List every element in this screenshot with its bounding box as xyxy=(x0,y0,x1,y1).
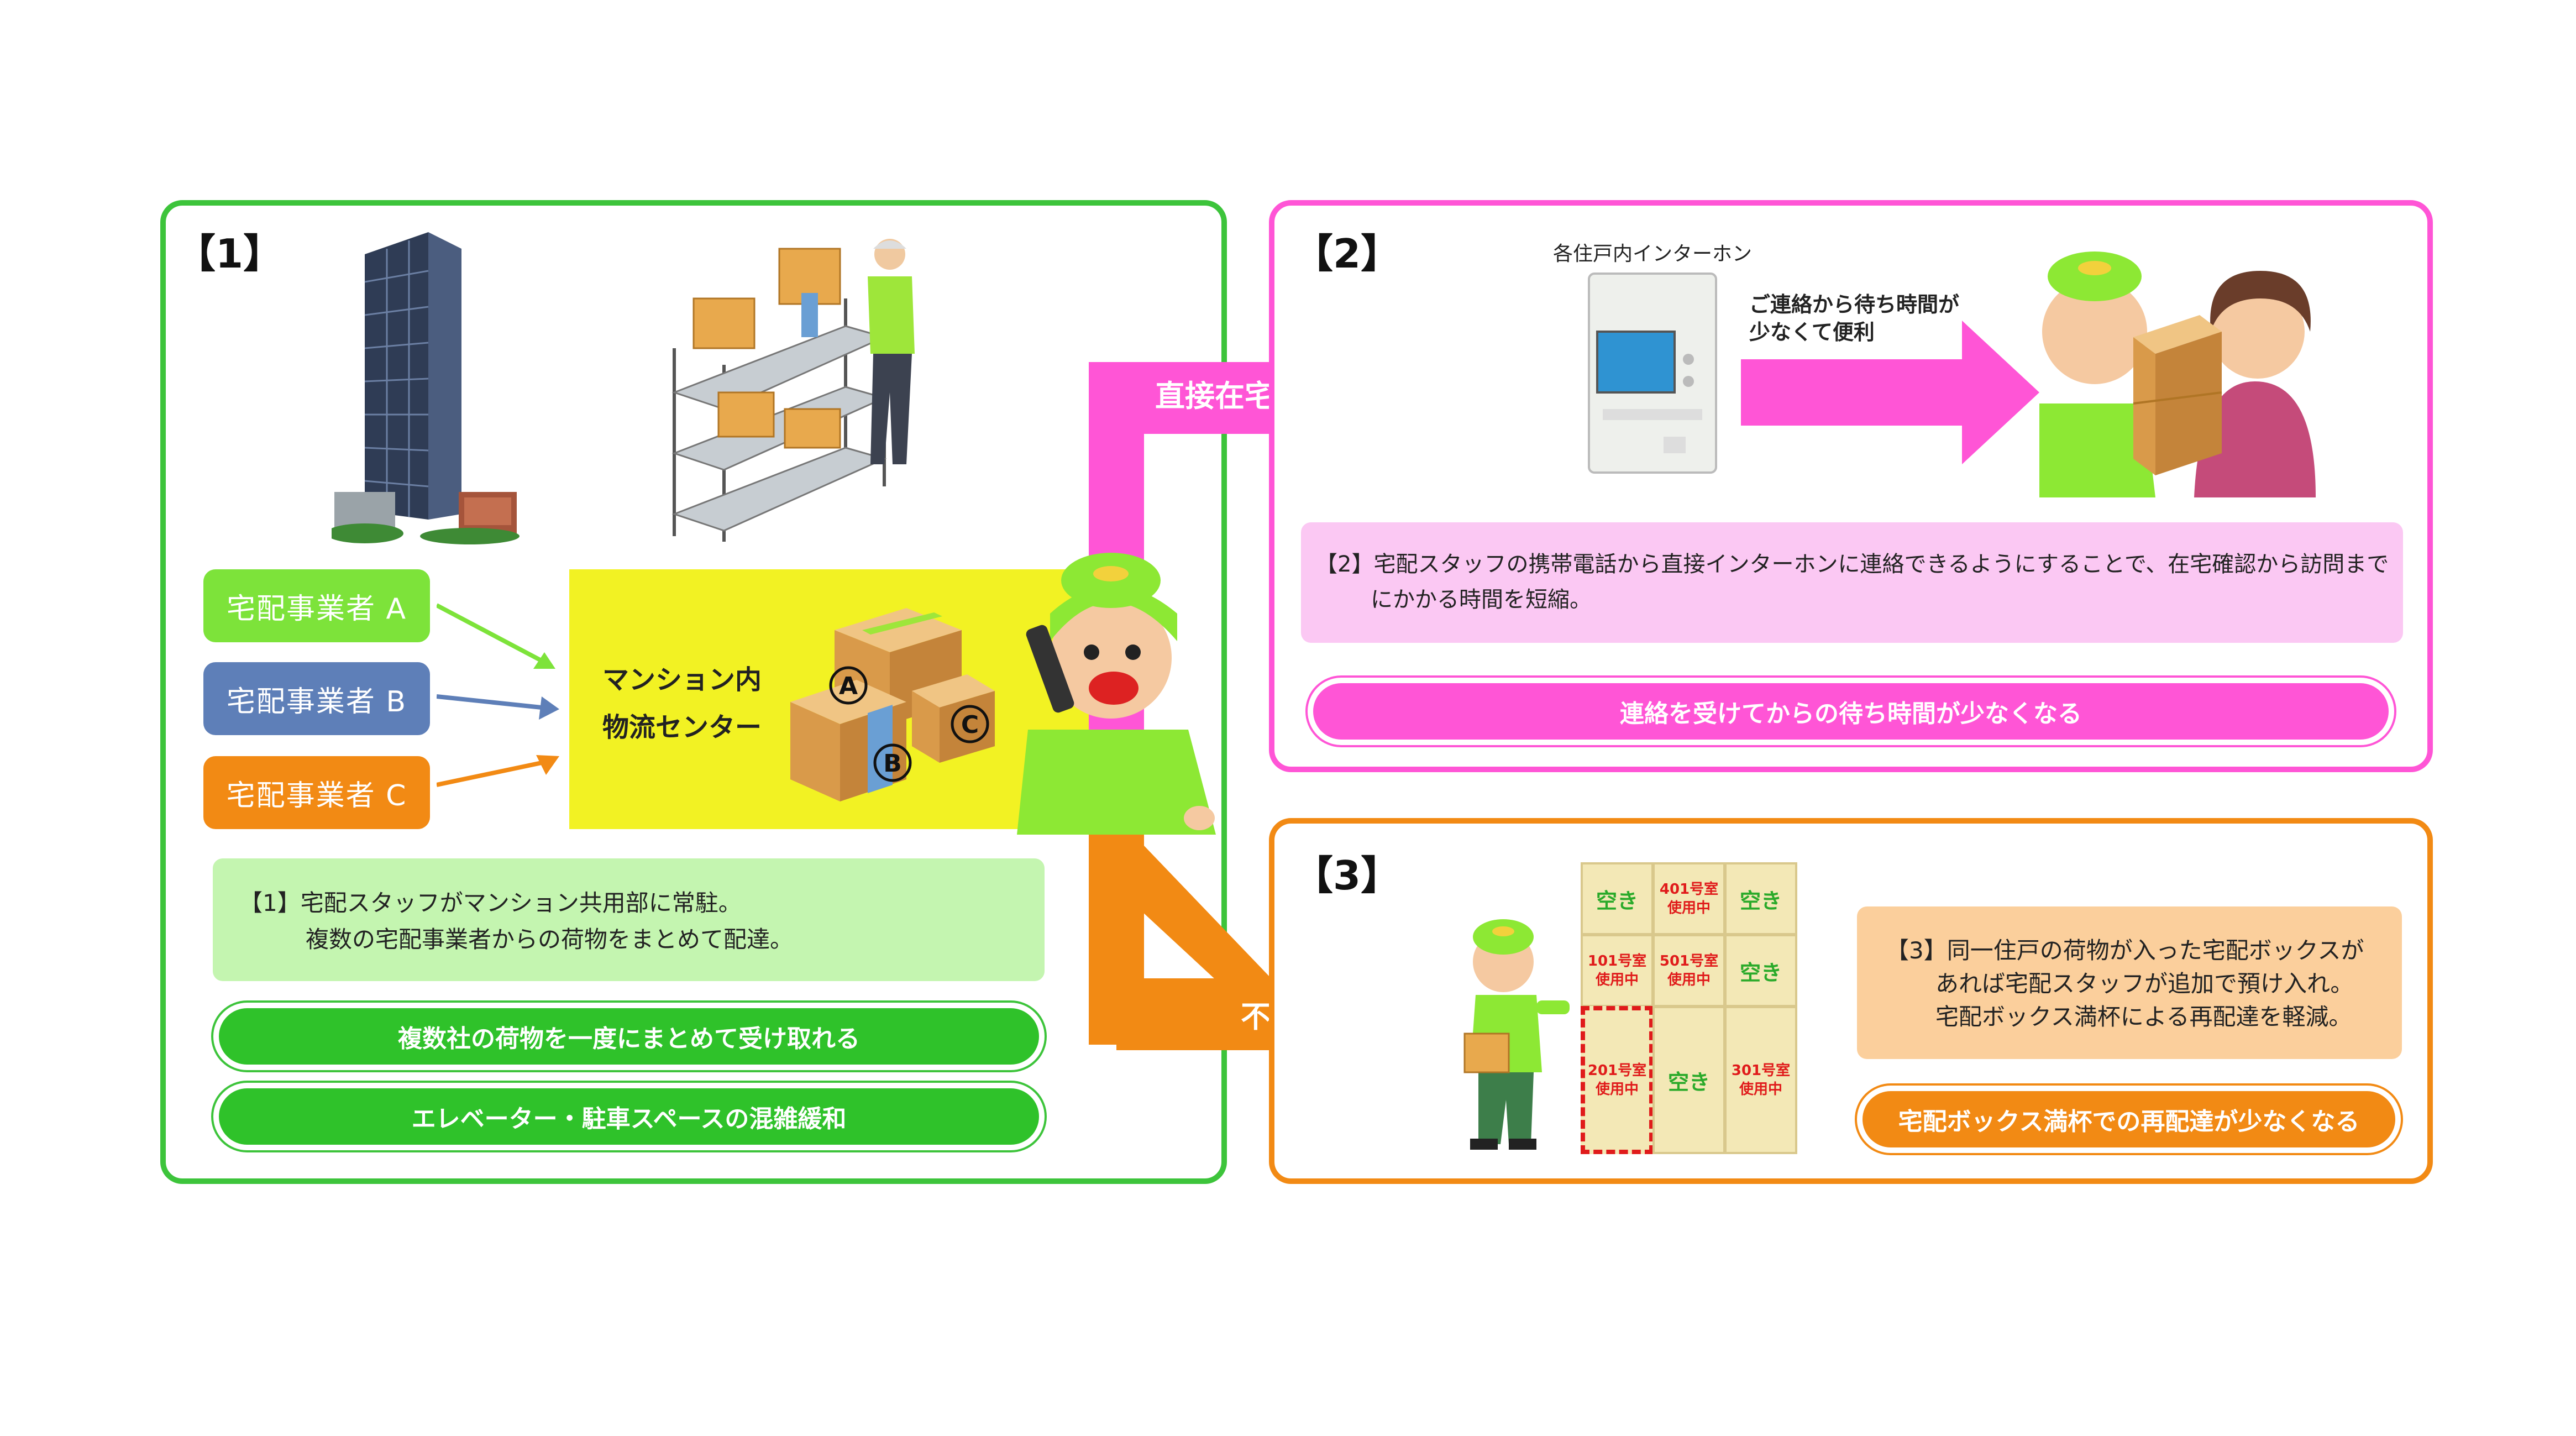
locker-3-1: 201号室使用中 xyxy=(1581,1006,1654,1154)
panel-1-note: 【1】宅配スタッフがマンション共用部に常駐。 複数の宅配事業者からの荷物をまとめ… xyxy=(213,858,1045,981)
delivery-handover-image xyxy=(2039,251,2316,497)
warehouse-shelf-image xyxy=(671,239,915,542)
parcel-boxes-image: A B C xyxy=(790,608,995,801)
panel-3-note-line-3: 宅配ボックス満杯による再配達を軽減。 xyxy=(1935,1003,2352,1030)
delivery-staff-parcel-image xyxy=(1463,919,1570,1150)
locker-1-2-status: 使用中 xyxy=(1667,900,1711,916)
intercom-label: 各住戸内インターホン xyxy=(1553,243,1753,265)
locker-2-2: 501号室使用中 xyxy=(1652,934,1725,1007)
panel-2-note-line-2: にかかる時間を短縮。 xyxy=(1371,587,1592,612)
locker-1-3: 空き xyxy=(1724,862,1797,935)
panel-3-benefit: 宅配ボックス満杯での再配達が少なくなる xyxy=(1855,1083,2403,1155)
panel-1-benefit-1: 複数社の荷物を一度にまとめて受け取れる xyxy=(211,1000,1047,1072)
panel-1-benefit-1-label: 複数社の荷物を一度にまとめて受け取れる xyxy=(219,1008,1039,1065)
panel-1-benefit-2-label: エレベーター・駐車スペースの混雑緩和 xyxy=(219,1088,1039,1145)
box-letter-a: A xyxy=(839,672,858,700)
panel-2-benefit-label: 連絡を受けてからの待ち時間が少なくなる xyxy=(1313,683,2389,740)
panel-1-note-line-1: 【1】宅配スタッフがマンション共用部に常駐。 xyxy=(239,889,742,916)
locker-1-1-status: 空き xyxy=(1596,888,1638,913)
panel-3-benefit-label: 宅配ボックス満杯での再配達が少なくなる xyxy=(1863,1091,2395,1147)
panel-2-title: 【2】 xyxy=(1293,230,1401,277)
quick-contact-text-2: 少なくて便利 xyxy=(1749,320,1875,344)
locker-1-2: 401号室使用中 xyxy=(1652,862,1725,935)
company-c-badge: 宅配事業者 C xyxy=(203,756,430,829)
arrow-c xyxy=(437,761,542,787)
locker-3-3-status: 使用中 xyxy=(1739,1081,1782,1098)
locker-2-3: 空き xyxy=(1724,934,1797,1007)
logistics-center-label-2: 物流センター xyxy=(602,712,762,743)
arrow-b-head xyxy=(539,696,559,720)
panel-2-benefit: 連絡を受けてからの待ち時間が少なくなる xyxy=(1305,675,2396,747)
panel-1-benefit-2: エレベーター・駐車スペースの混雑緩和 xyxy=(211,1081,1047,1152)
arrow-a-head xyxy=(533,652,555,669)
arrow-b xyxy=(437,694,542,710)
company-arrows xyxy=(437,603,559,787)
locker-grid: 空き 401号室使用中 空き 101号室使用中 501号室使用中 空き 201号… xyxy=(1581,862,1797,1154)
locker-3-3: 301号室使用中 xyxy=(1724,1006,1797,1154)
locker-2-1-room: 101号室 xyxy=(1587,953,1647,969)
logistics-center-label-1: マンション内 xyxy=(602,664,762,695)
locker-2-3-status: 空き xyxy=(1739,960,1782,985)
arrow-c-head xyxy=(536,755,559,775)
company-b-badge: 宅配事業者 B xyxy=(203,662,430,735)
box-letter-c: C xyxy=(961,711,979,739)
arrow-a xyxy=(437,603,545,664)
locker-2-1-status: 使用中 xyxy=(1595,972,1639,988)
panel-3-note: 【3】同一住戸の荷物が入った宅配ボックスが あれば宅配スタッフが追加で預け入れ。… xyxy=(1857,906,2402,1059)
locker-1-1: 空き xyxy=(1581,862,1654,935)
locker-1-3-status: 空き xyxy=(1739,888,1782,913)
locker-3-3-room: 301号室 xyxy=(1731,1062,1791,1079)
locker-2-2-room: 501号室 xyxy=(1659,953,1719,969)
locker-2-2-status: 使用中 xyxy=(1667,972,1711,988)
absent-arrow-diag xyxy=(1089,846,1271,1000)
locker-2-1: 101号室使用中 xyxy=(1581,934,1654,1007)
panel-3-note-line-1: 【3】同一住戸の荷物が入った宅配ボックスが xyxy=(1886,937,2364,964)
pink-arrow-1 xyxy=(1741,321,2039,464)
company-a-badge: 宅配事業者 A xyxy=(203,569,430,642)
panel-3-note-line-2: あれば宅配スタッフが追加で預け入れ。 xyxy=(1935,970,2354,997)
delivery-staff-phone-image xyxy=(1017,553,1216,835)
quick-contact-text-1: ご連絡から待ち時間が xyxy=(1749,292,1960,317)
panel-1-note-line-2: 複数の宅配事業者からの荷物をまとめて配達。 xyxy=(306,926,794,953)
locker-3-2-status: 空き xyxy=(1667,1070,1710,1094)
intercom-image xyxy=(1588,272,1717,474)
locker-3-2: 空き xyxy=(1652,1006,1725,1154)
locker-1-2-room: 401号室 xyxy=(1659,881,1719,898)
panel-2-note-line-1: 【2】宅配スタッフの携帯電話から直接インターホンに連絡できるようにすることで、在… xyxy=(1315,552,2389,577)
box-letter-b: B xyxy=(883,750,902,778)
tower-building-image xyxy=(332,232,520,544)
panel-3-title: 【3】 xyxy=(1293,852,1401,899)
panel-2-note: 【2】宅配スタッフの携帯電話から直接インターホンに連絡できるようにすることで、在… xyxy=(1301,522,2403,643)
locker-3-1-room: 201号室 xyxy=(1587,1062,1647,1079)
locker-3-1-status: 使用中 xyxy=(1595,1081,1639,1098)
panel-1-title: 【1】 xyxy=(176,230,284,277)
